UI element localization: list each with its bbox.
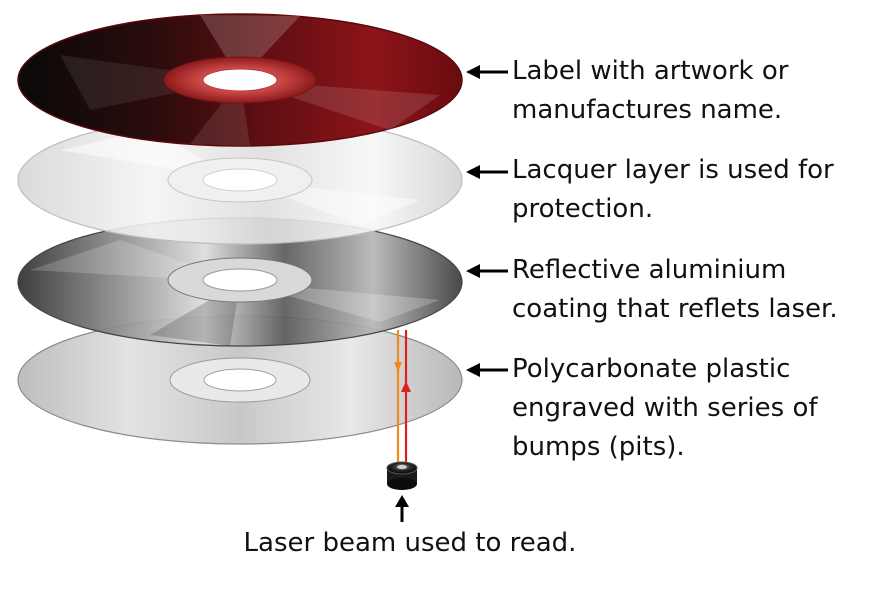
beam-down-arrow-icon (394, 362, 402, 372)
left-arrow-icon (466, 65, 508, 79)
polycarbonate-layer-line-1: Polycarbonate plastic (512, 354, 791, 384)
polycarbonate-layer-line-2: engraved with series of (512, 393, 818, 423)
beam-up-arrow-icon (401, 381, 411, 392)
polycarbonate-disc (17, 315, 463, 445)
aluminium-layer-line-1: Reflective aluminium (512, 255, 787, 285)
up-arrow-icon (395, 495, 409, 522)
label-layer-description: Label with artwork or manufactures name. (512, 52, 788, 130)
label-disc (17, 13, 463, 147)
left-arrow-icon (466, 363, 508, 377)
laser-beam (394, 330, 411, 462)
lacquer-layer-description: Lacquer layer is used for protection. (512, 151, 834, 229)
left-arrow-icon (466, 165, 508, 179)
lacquer-layer-line-1: Lacquer layer is used for (512, 155, 834, 185)
polycarbonate-layer-line-3: bumps (pits). (512, 432, 685, 462)
polycarbonate-layer-description: Polycarbonate plastic engraved with seri… (512, 350, 818, 467)
label-layer-line-2: manufactures name. (512, 95, 783, 125)
aluminium-disc (17, 217, 463, 347)
label-layer-line-1: Label with artwork or (512, 56, 789, 86)
left-arrow-icon (466, 264, 508, 278)
aluminium-layer-line-2: coating that reflets laser. (512, 294, 838, 324)
lacquer-disc (17, 115, 463, 245)
aluminium-layer-description: Reflective aluminium coating that reflet… (512, 251, 838, 329)
lacquer-layer-line-2: protection. (512, 194, 654, 224)
laser-caption: Laser beam used to read. (243, 528, 577, 558)
laser-lens-icon (386, 461, 418, 490)
